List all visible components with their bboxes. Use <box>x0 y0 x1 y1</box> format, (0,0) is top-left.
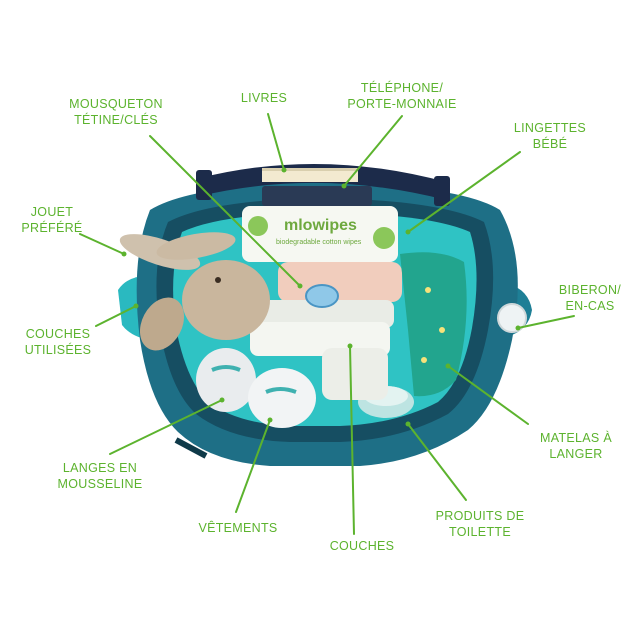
leader-line-lingettes <box>407 151 521 233</box>
leader-line-couches <box>349 345 355 535</box>
mat-dot <box>421 357 427 363</box>
label-livres: LIVRES <box>240 91 288 105</box>
label-biberon: BIBERON/ EN-CAS <box>558 283 622 313</box>
leader-end-dot <box>297 283 303 289</box>
label-produits: PRODUITS DE TOILETTE <box>435 509 525 539</box>
leader-end-dot <box>341 183 347 189</box>
label-matelas: MATELAS À LANGER <box>540 431 612 461</box>
bunny-eye <box>215 277 221 283</box>
handle-buckle-left <box>196 170 212 200</box>
bunny-ear <box>156 232 236 260</box>
books-spine <box>262 168 358 171</box>
label-telephone: TÉLÉPHONE/ PORTE-MONNAIE <box>347 81 457 111</box>
leader-line-matelas <box>447 365 529 425</box>
phone-wallet <box>262 186 372 206</box>
leader-line-couches-utilisees <box>95 305 137 327</box>
wipes-subtitle: biodegradable cotton wipes <box>276 239 362 246</box>
leader-line-telephone <box>343 115 403 187</box>
pacifier <box>305 284 339 308</box>
label-couches: COUCHES <box>329 539 395 553</box>
leader-end-dot <box>405 421 411 427</box>
wipes-leaf <box>248 216 268 236</box>
label-mousqueton: MOUSQUETON TÉTINE/CLÉS <box>69 97 163 127</box>
label-couches-utilisees: COUCHES UTILISÉES <box>24 327 92 357</box>
folded-nappy <box>244 300 394 328</box>
label-langes: LANGES EN MOUSSELINE <box>57 461 143 491</box>
mat-dot <box>425 287 431 293</box>
leader-line-vetements <box>235 419 271 513</box>
muslin-pattern <box>211 365 241 372</box>
bag-seam <box>174 437 208 459</box>
label-jouet: JOUET PRÉFÉRÉ <box>21 205 83 235</box>
leader-line-biberon <box>517 315 575 329</box>
leader-end-dot <box>121 251 127 257</box>
leader-end-dot <box>133 303 139 309</box>
leader-line-jouet <box>79 233 125 255</box>
leader-end-dot <box>445 363 451 369</box>
handle-buckle-right <box>434 176 450 206</box>
clothing-pattern <box>265 387 297 394</box>
bottle-cap <box>497 303 527 333</box>
bunny-leg <box>139 297 185 351</box>
wipes-leaf <box>373 227 395 249</box>
muslin-roll <box>196 348 256 412</box>
wipes-brand: mlowipes <box>284 217 357 234</box>
leader-end-dot <box>405 229 411 235</box>
changing-mat <box>400 252 467 397</box>
leader-end-dot <box>515 325 521 331</box>
mat-dot <box>439 327 445 333</box>
leader-line-mousqueton <box>149 135 301 287</box>
leader-end-dot <box>219 397 225 403</box>
leader-end-dot <box>281 167 287 173</box>
leader-line-langes <box>109 399 223 455</box>
folded-nappy <box>250 322 390 356</box>
bunny-body <box>182 260 270 340</box>
leader-end-dot <box>347 343 353 349</box>
leader-line-livres <box>267 113 285 171</box>
nappies <box>322 348 388 400</box>
label-vetements: VÊTEMENTS <box>198 521 278 535</box>
leader-line-produits <box>407 423 467 501</box>
clothing-roll <box>248 368 316 428</box>
wipes-pack <box>242 206 398 262</box>
leader-end-dot <box>267 417 273 423</box>
label-lingettes: LINGETTES BÉBÉ <box>513 121 587 151</box>
